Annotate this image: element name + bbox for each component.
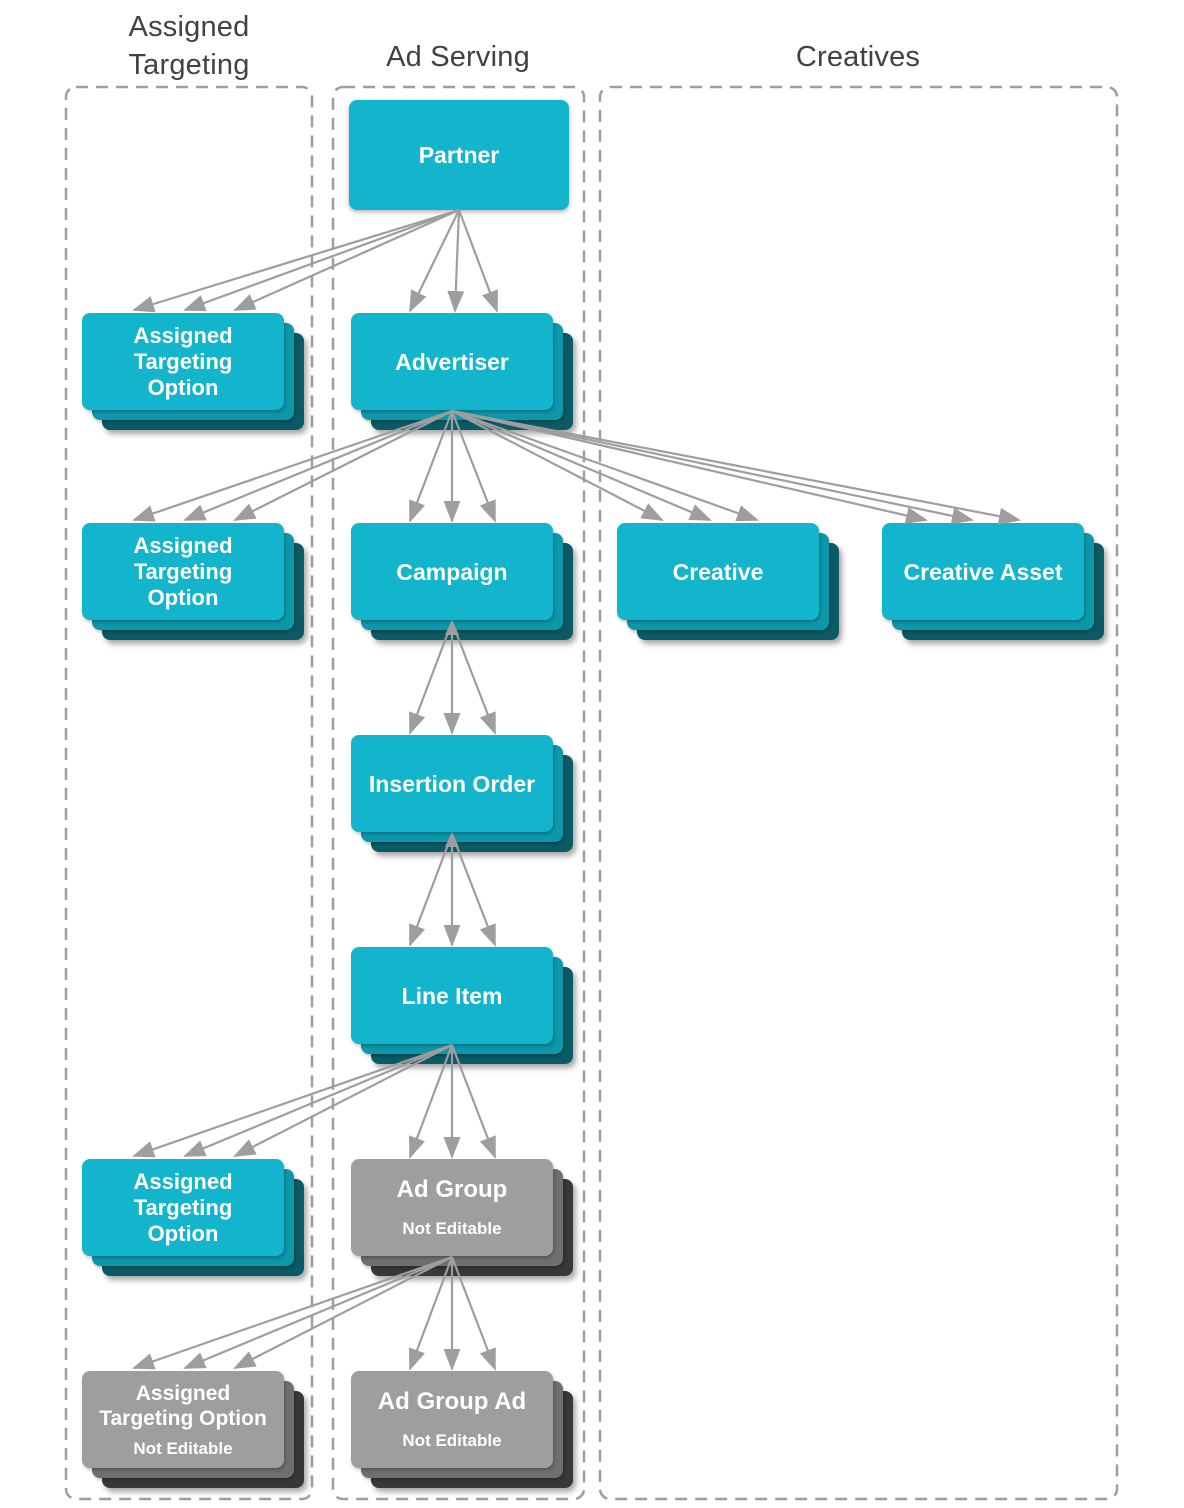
node-ad-group-ad-label: Ad Group Ad [377,1388,527,1415]
column-assigned-targeting-frame [64,85,314,1501]
node-campaign-label: Campaign [396,558,508,585]
node-campaign: Campaign [351,523,573,640]
column-title-assigned-targeting: Assigned Targeting [128,11,250,81]
node-creative-label: Creative [672,558,764,585]
node-ad-group-label: Ad Group [396,1176,508,1203]
column-creatives-frame [598,85,1119,1501]
node-partner: Partner [349,100,569,210]
node-creative: Creative [617,523,839,640]
node-status: Not Editable [133,1439,233,1458]
column-ad-serving-frame [331,85,586,1501]
node-ad-group-ad: Ad Group Ad Not Editable [351,1371,573,1488]
node-label: Assigned Targeting Option [133,1168,233,1246]
node-insertion-order: Insertion Order [351,735,573,852]
node-label: Assigned Targeting Option [99,1382,267,1430]
node-line-item-label: Line Item [401,982,503,1009]
column-title-ad-serving: Ad Serving [386,41,530,73]
node-label: Assigned Targeting Option [133,322,233,400]
node-assigned-targeting-option-advertiser: Assigned Targeting Option [82,523,304,640]
node-creative-asset: Creative Asset [882,523,1104,640]
node-advertiser: Advertiser [351,313,573,430]
column-title-creatives: Creatives [795,41,921,73]
node-label: Assigned Targeting Option [133,532,233,610]
node-insertion-order-label: Insertion Order [368,770,536,797]
node-assigned-targeting-option-line-item: Assigned Targeting Option [82,1159,304,1276]
node-assigned-targeting-option-ad-group: Assigned Targeting Option Not Editable [82,1371,304,1488]
node-partner-label: Partner [418,142,500,168]
node-ad-group: Ad Group Not Editable [351,1159,573,1276]
node-ad-group-status: Not Editable [402,1219,502,1238]
node-ad-group-ad-status: Not Editable [402,1431,502,1450]
node-assigned-targeting-option-partner: Assigned Targeting Option [82,313,304,430]
node-line-item: Line Item [351,947,573,1064]
node-advertiser-label: Advertiser [395,348,509,375]
node-creative-asset-label: Creative Asset [903,558,1063,585]
